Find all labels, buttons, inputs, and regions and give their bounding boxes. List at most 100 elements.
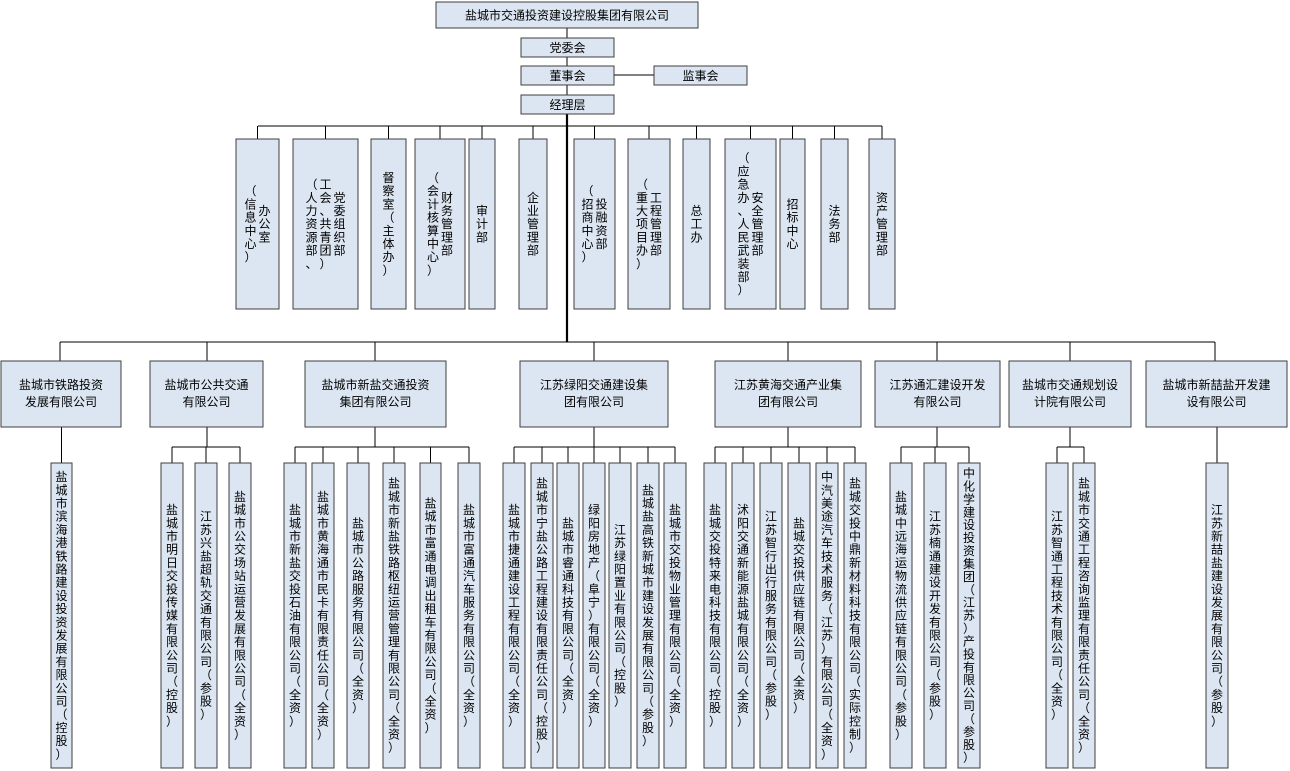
department-box[interactable]: 审计部: [468, 138, 496, 310]
subsidiary-label-char: 源: [737, 582, 749, 596]
subsidiary-label-char: 高: [642, 522, 654, 537]
subsidiary-label-char: 司: [424, 668, 436, 682]
department-label-column: 审计部: [476, 203, 488, 244]
subsidiary-label-char: ）: [508, 714, 520, 728]
subsidiary-label-char: 日: [166, 556, 178, 570]
subsidiary-label-char: 术: [821, 563, 833, 577]
management-box[interactable]: 经理层: [520, 94, 615, 115]
department-label-char: 中: [427, 236, 439, 251]
company-box[interactable]: 盐城市交通投资建设控股集团有限公司: [435, 1, 699, 29]
subsidiary-label-char: 公: [1078, 675, 1090, 689]
party-committee-box[interactable]: 党委会: [520, 37, 615, 58]
subsidiary-label-char: 工: [536, 569, 548, 583]
subsidiary-label-char: 司: [234, 675, 246, 689]
department-label-char: 资: [305, 217, 317, 231]
subsidiary-label-char: 阜: [588, 582, 600, 596]
department-label-column: 工会、共青团）: [319, 178, 331, 271]
board-label: 董事会: [549, 69, 585, 83]
subsidiary-label-char: ）: [234, 728, 246, 742]
department-box[interactable]: 法务部: [820, 138, 849, 310]
subsidiary-label-char: 美: [821, 497, 833, 511]
subsidiary-label-char: 港: [55, 536, 67, 550]
subsidiary-label-char: 责: [317, 635, 329, 649]
subsidiary-label-char: （: [289, 675, 301, 689]
subsidiary-label-char: 新: [1211, 529, 1223, 544]
subsidiary-label-char: 资: [588, 701, 600, 715]
department-box[interactable]: 总工办: [682, 138, 711, 310]
subsidiary-label-char: 有: [463, 622, 475, 636]
subsidiary-label-char: 有: [821, 655, 833, 669]
department-box[interactable]: 督察室（主体办）: [370, 138, 407, 310]
board-box[interactable]: 董事会: [520, 65, 615, 86]
subsidiary-label-char: 汽: [463, 568, 475, 583]
subsidiary-label-char: 新: [737, 555, 749, 570]
subsidiary-label-char: 通: [424, 549, 436, 563]
subsidiary-label-char: ）: [669, 714, 681, 728]
subsidiary-label-char: 司: [709, 662, 721, 676]
subsidiary-label-char: 有: [669, 622, 681, 636]
subsidiary-label-char: 宁: [588, 595, 600, 610]
subsidiary-label-char: 技: [709, 609, 721, 623]
subsidiary-label-char: 盐: [669, 503, 681, 517]
department-label-char: 项: [636, 217, 648, 231]
supervisors-box[interactable]: 监事会: [653, 65, 748, 86]
subsidiary-label-char: ）: [821, 642, 833, 656]
subsidiary-label-char: 资: [1051, 695, 1063, 709]
subsidiary-label-char: 公: [793, 635, 805, 649]
subsidiary-label-char: 公: [424, 655, 436, 669]
subsidiary-label-char: 通: [1078, 530, 1090, 544]
subsidiary-label-char: 铁: [55, 549, 67, 563]
subsidiary-label-char: 有: [709, 622, 721, 636]
subsidiary-label-char: 公: [588, 648, 600, 662]
